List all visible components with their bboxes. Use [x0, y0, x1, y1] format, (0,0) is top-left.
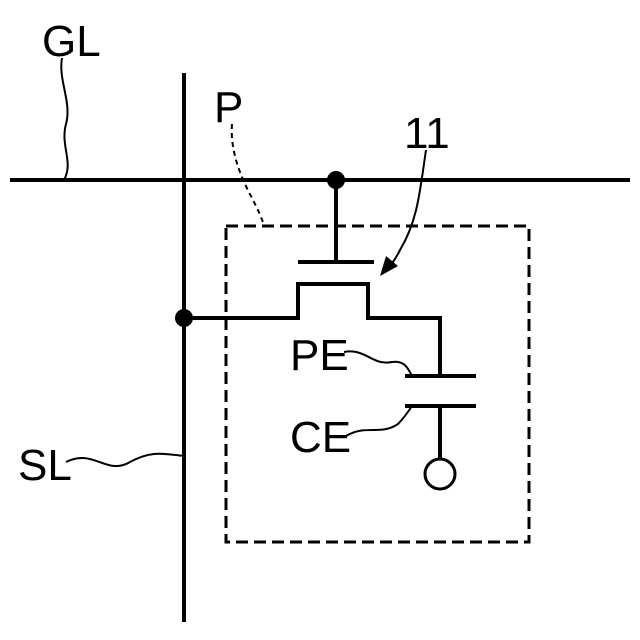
gate-line-leader [61, 58, 67, 180]
switching-element-label: 11 [404, 109, 450, 158]
pixel-label: P [214, 83, 243, 132]
common-terminal [425, 459, 455, 489]
pixel-electrode-leader [344, 351, 412, 376]
signal-line-label: SL [18, 441, 72, 490]
pixel-electrode-label: PE [290, 331, 349, 380]
signal-line-leader [66, 454, 184, 466]
pixel-leader [232, 124, 264, 226]
pixel-region-box [226, 226, 529, 542]
common-electrode-leader [346, 406, 412, 436]
gate-line-label: GL [42, 17, 101, 66]
common-electrode-label: CE [290, 413, 351, 462]
switching-element-leader [388, 150, 426, 268]
